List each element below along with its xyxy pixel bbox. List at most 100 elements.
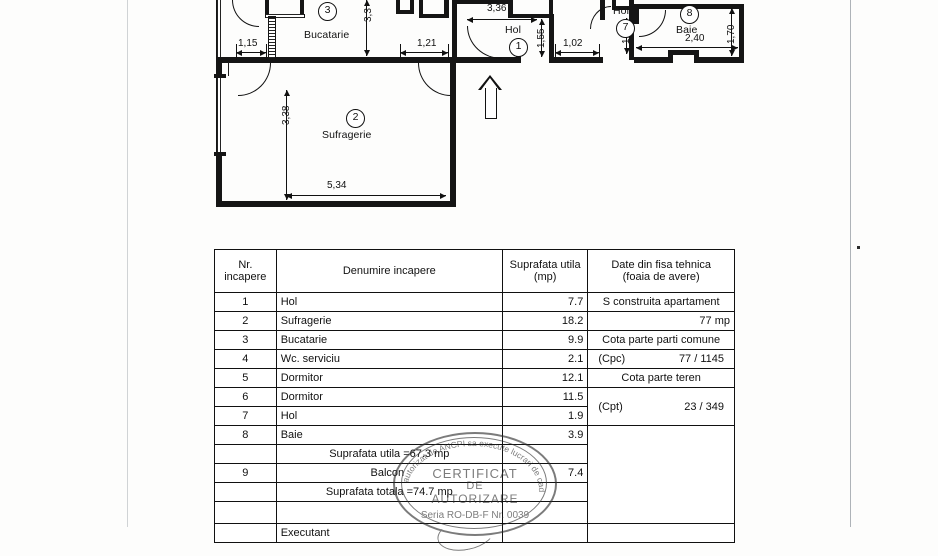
scan-guide-line-left [127, 0, 128, 527]
wall-hatch [266, 14, 304, 18]
cell-area: 7.7 [501, 292, 589, 312]
cell-name: Hol [275, 292, 503, 312]
floor-plan-drawing: 1,15 3,3 1,21 3,36 1,55 1,02 1,70 2,40 1… [0, 0, 938, 240]
living-door-swing [418, 63, 451, 96]
wall [668, 50, 698, 55]
table-row: 3 Bucatarie 9.9 Cota parte parti comune [214, 330, 735, 350]
dim-hall1-height: 1,55 [536, 28, 547, 48]
room-label-bucatarie: Bucatarie [304, 29, 350, 41]
room-number-2: 2 [346, 109, 365, 128]
dimension-line [538, 19, 545, 57]
wall-hatch [269, 18, 275, 58]
header-tech-data: Date din fisa tehnica (foaia de avere) [587, 249, 735, 293]
scan-guide-line-right [850, 0, 852, 527]
dim-kitchen-height: 3,3 [363, 8, 374, 22]
cell-nr-empty [214, 482, 277, 502]
cell-nr: 9 [214, 463, 277, 483]
cpt-value: 23 / 349 [684, 400, 724, 413]
wall [216, 201, 456, 207]
wall [549, 0, 553, 18]
wall [300, 0, 304, 16]
wall [549, 46, 554, 63]
cell-nr-empty [214, 444, 277, 464]
dimension-tick [400, 44, 401, 60]
cell-area: 9.9 [501, 330, 589, 350]
table-row: 6 Dormitor 11.5 (Cpt) 23 / 349 [214, 387, 735, 426]
wall [549, 14, 554, 50]
dim-hall1-width: 3,36 [487, 3, 507, 14]
cell-name: Hol [275, 406, 503, 426]
dim-living-width: 5,34 [327, 180, 347, 191]
cell-name: Wc. serviciu [275, 349, 503, 369]
cell-area: 11.5 [501, 387, 589, 407]
cpc-label: (Cpc) [598, 353, 626, 365]
cell-name: Sufragerie [275, 311, 503, 331]
dimension-tick [599, 44, 600, 60]
door-swing [232, 0, 259, 27]
dimension-tick [448, 44, 449, 60]
wall [396, 10, 414, 14]
wall [512, 14, 552, 18]
cell-area: 2.1 [501, 349, 589, 369]
cell-name: Baie [275, 425, 503, 445]
cell-tech-2: Cota parte parti comune [587, 330, 735, 350]
cell-nr: 1 [214, 292, 277, 312]
cell-empty [214, 523, 277, 543]
cell-name: Dormitor [275, 387, 503, 407]
wall [216, 57, 456, 63]
wall [410, 0, 414, 12]
table-row: 8 Baie 3.9 [214, 425, 735, 524]
table-row: 2 Sufragerie 18.2 77 mp [214, 311, 735, 331]
dimension-tick [236, 44, 237, 60]
wall [694, 57, 744, 63]
table-executant-row: Executant [214, 523, 735, 543]
wall [214, 74, 226, 78]
wall [739, 4, 744, 62]
dimension-line [555, 49, 599, 56]
wall [444, 0, 449, 18]
wall [265, 0, 269, 14]
wall [452, 0, 457, 62]
cell-name: Bucatarie [275, 330, 503, 350]
header-name: Denumire incapere [275, 249, 503, 293]
cell-nr: 4 [214, 349, 277, 369]
cell-area: 12.1 [501, 368, 589, 388]
table-row: 5 Dormitor 12.1 Cota parte teren [214, 368, 735, 388]
room-number-8: 8 [680, 5, 699, 24]
cell-tech-blank [587, 425, 735, 524]
wall [553, 57, 603, 63]
dimension-line [467, 16, 537, 23]
cell-nr: 6 [214, 387, 277, 407]
cell-empty [501, 501, 589, 524]
wall [668, 50, 673, 63]
room-label-hol-7: Hol [613, 5, 630, 17]
cell-name: Balcon [275, 463, 503, 483]
wall [508, 0, 513, 18]
entrance-arrow-icon [478, 75, 502, 121]
dimension-tick [555, 44, 556, 60]
bath-door-swing [639, 10, 666, 37]
cell-empty [214, 501, 277, 524]
wall [214, 152, 226, 156]
wall [634, 57, 672, 63]
header-area: Suprafata utila (mp) [501, 249, 589, 293]
wall-hatch [217, 0, 221, 62]
dim-living-height: 3,38 [281, 105, 292, 125]
wall [456, 57, 516, 63]
cell-executant: Executant [275, 523, 503, 543]
cell-nr: 5 [214, 368, 277, 388]
cell-empty [275, 501, 503, 524]
room-label-baie: Baie [676, 24, 698, 36]
cell-nr: 7 [214, 406, 277, 426]
cpc-value: 77 / 1145 [678, 353, 724, 365]
room-number-3: 3 [318, 2, 337, 21]
wall [612, 0, 616, 10]
table-row: 4 Wc. serviciu 2.1 (Cpc) 77 / 1145 [214, 349, 735, 369]
wall [694, 50, 699, 63]
dimension-line [728, 8, 735, 56]
door-swing [590, 6, 611, 29]
cell-area: 7.4 [501, 463, 589, 483]
cell-tech-value-1: 77 mp [587, 311, 735, 331]
hall-door-swing [467, 26, 502, 59]
